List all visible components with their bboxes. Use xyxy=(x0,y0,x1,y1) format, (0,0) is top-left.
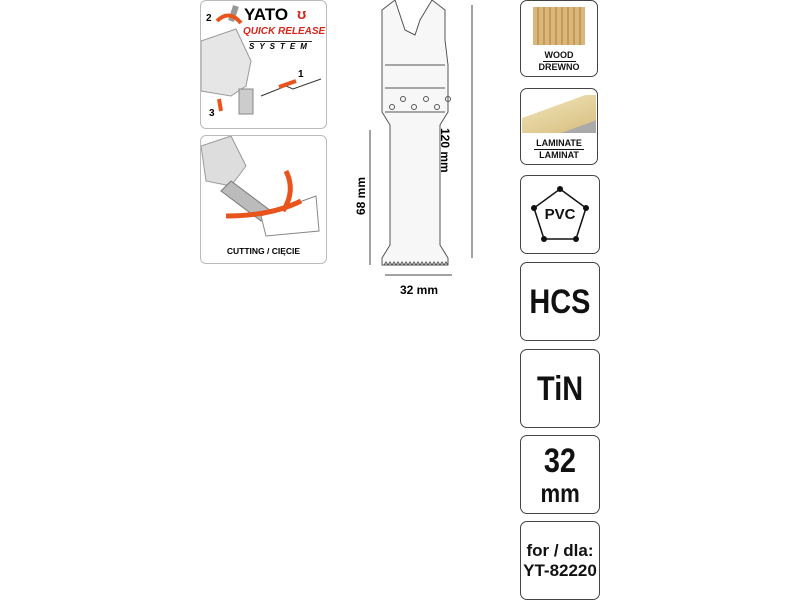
step-2: 2 xyxy=(206,13,212,24)
system-label: SYSTEM xyxy=(249,41,312,51)
wood-icon xyxy=(533,7,585,45)
step-3: 3 xyxy=(209,108,215,119)
pvc-label: PVC xyxy=(544,206,576,223)
pvc-pentagon-icon xyxy=(531,186,589,242)
size-value: 32 xyxy=(543,441,577,480)
hcs-label: HCS xyxy=(529,282,591,321)
laminate-icon xyxy=(522,95,596,133)
brand-logo: YATO xyxy=(244,5,289,24)
laminate-card: LAMINATE LAMINAT xyxy=(520,88,598,165)
tin-label: TiN xyxy=(536,369,584,408)
tin-card: TiN xyxy=(520,349,600,428)
pvc-card: PVC xyxy=(520,175,600,254)
quick-release-panel: YATO ʊ QUICK RELEASE SYSTEM 1 2 3 xyxy=(200,0,327,129)
hcs-card: HCS xyxy=(520,262,600,341)
size-unit: mm xyxy=(540,477,580,508)
blade-length-label: 68 mm xyxy=(354,176,368,215)
compat-label: for / dla: xyxy=(526,540,594,560)
wood-label-pl: DREWNO xyxy=(538,62,580,72)
total-length-label: 120 mm xyxy=(438,128,452,173)
tool-illustration xyxy=(201,5,322,115)
wood-label: WOOD xyxy=(542,50,576,62)
step-1: 1 xyxy=(298,69,304,80)
laminate-label: LAMINATE xyxy=(534,138,584,150)
blade-drawing xyxy=(369,0,473,276)
cutting-panel: CUTTING / CIĘCIE xyxy=(200,135,327,264)
cutting-illustration xyxy=(201,136,320,237)
wood-card: WOOD DREWNO xyxy=(520,0,598,77)
compatibility-card: for / dla: YT-82220 xyxy=(520,521,600,600)
width-label: 32 mm xyxy=(400,283,439,297)
size-card: 32 mm xyxy=(520,435,600,514)
logo-mark-icon: ʊ xyxy=(297,6,307,23)
compat-model: YT-82220 xyxy=(523,560,597,580)
laminate-label-pl: LAMINAT xyxy=(539,150,579,160)
cutting-label: CUTTING / CIĘCIE xyxy=(226,246,301,256)
quick-release-title: QUICK RELEASE xyxy=(243,26,326,37)
